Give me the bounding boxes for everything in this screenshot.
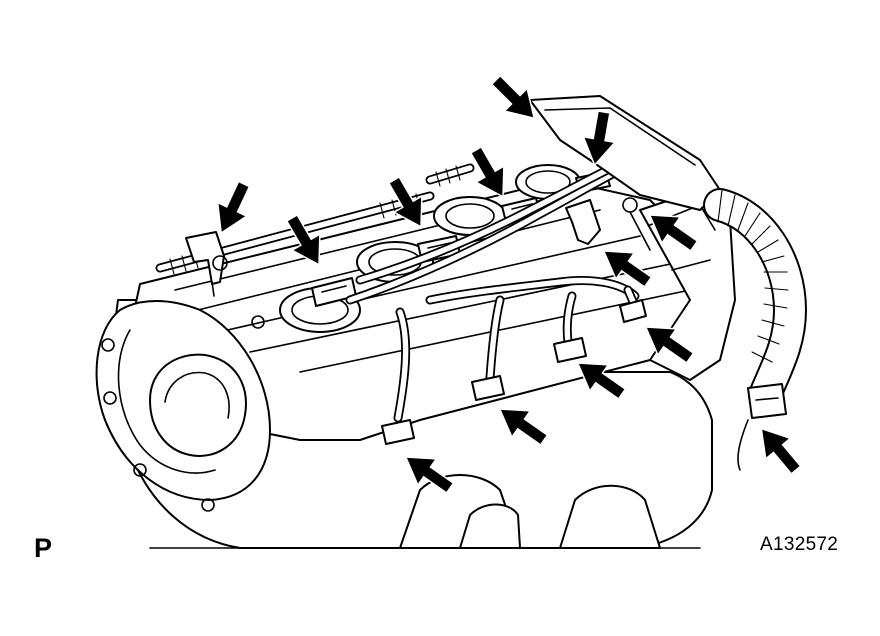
harness-tube-right (529, 95, 807, 471)
arrow-clamp-left (205, 176, 260, 241)
engine-outline (95, 179, 736, 549)
figure-id-label: A132572 (760, 534, 839, 555)
arrow-harness-end-connector (748, 417, 810, 482)
injector-connectors (381, 299, 647, 445)
view-code-label: P (34, 533, 53, 563)
main-harness (345, 153, 651, 423)
